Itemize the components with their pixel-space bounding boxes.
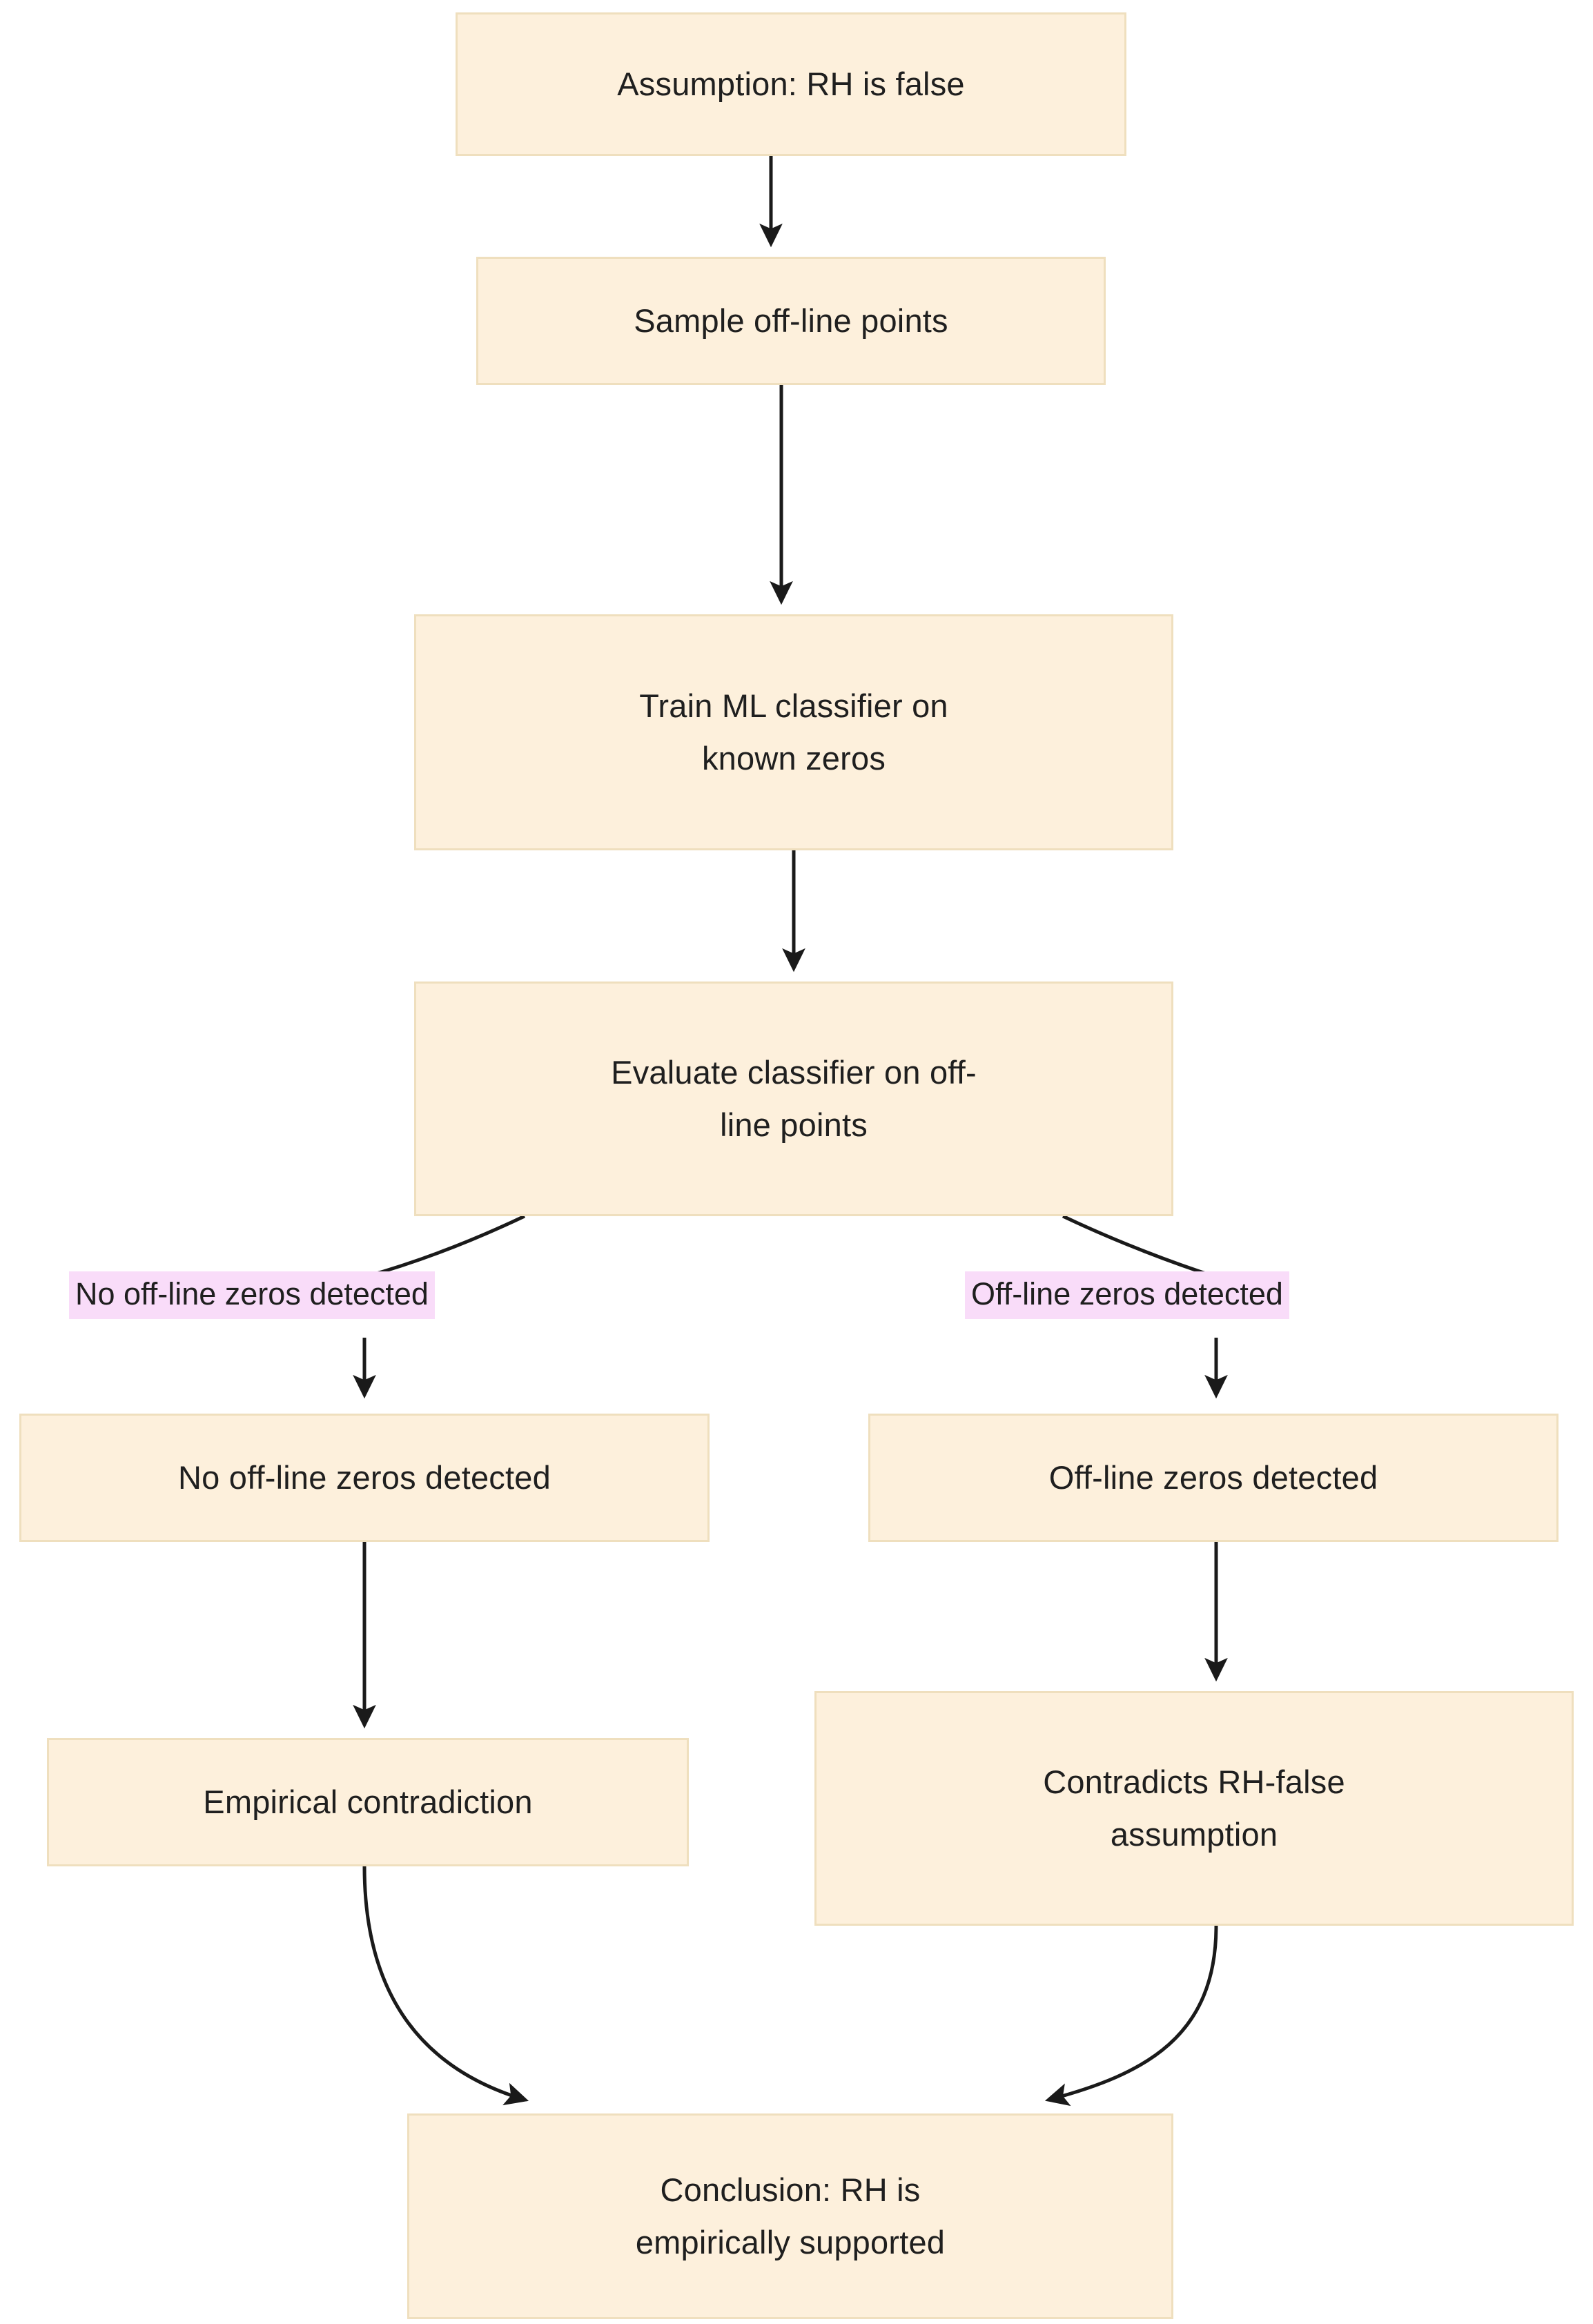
node-evaluate-classifier[interactable]: Evaluate classifier on off- line points: [414, 982, 1173, 1216]
node-train-ml-classifier[interactable]: Train ML classifier on known zeros: [414, 614, 1173, 850]
edge-evaluate-to-zeros: [1062, 1214, 1217, 1279]
edge-evaluate-to-no-zeros: [364, 1214, 526, 1279]
node-empirical-contradiction[interactable]: Empirical contradiction: [47, 1738, 689, 1866]
node-contradicts-rh-false-assumption[interactable]: Contradicts RH-false assumption: [814, 1691, 1574, 1926]
edge-label-no-off-line-zeros-detected: No off-line zeros detected: [69, 1271, 435, 1319]
node-assumption[interactable]: Assumption: RH is false: [456, 12, 1126, 156]
edge-label-off-line-zeros-detected: Off-line zeros detected: [965, 1271, 1289, 1319]
node-sample-off-line-points[interactable]: Sample off-line points: [476, 257, 1106, 385]
node-no-off-line-zeros-detected[interactable]: No off-line zeros detected: [19, 1414, 710, 1542]
node-conclusion[interactable]: Conclusion: RH is empirically supported: [407, 2113, 1173, 2319]
node-off-line-zeros-detected[interactable]: Off-line zeros detected: [868, 1414, 1558, 1542]
edge-contradicts-to-conclusion: [1044, 1925, 1218, 2107]
edge-empirical-to-conclusion: [362, 1866, 529, 2106]
